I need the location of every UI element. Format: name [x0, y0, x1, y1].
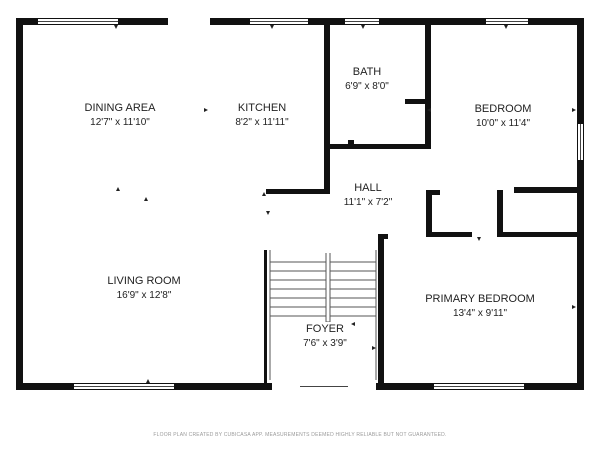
room-bedroom: BEDROOM 10'0" x 11'4"	[475, 103, 532, 129]
staircase	[269, 250, 377, 380]
room-dims-living: 16'9" x 12'8"	[117, 290, 172, 301]
wall-closet-mid	[497, 190, 503, 237]
markers	[114, 25, 576, 383]
wall-closet-left	[426, 190, 432, 236]
wall-primary-top	[378, 234, 388, 239]
window-right-bedroom	[578, 124, 583, 160]
room-name-living: LIVING ROOM	[107, 275, 180, 287]
wall-hall-kitchen	[266, 189, 330, 194]
room-dims-bath: 6'9" x 8'0"	[345, 81, 389, 92]
room-dining: DINING AREA 12'7" x 11'10"	[85, 102, 157, 128]
wall-stair-left	[264, 250, 267, 384]
opening-bottom-foyer	[272, 383, 376, 390]
window-top-kitchen	[250, 19, 308, 24]
floor-plan-disclaimer: FLOOR PLAN CREATED BY CUBICASA APP. MEAS…	[153, 432, 446, 438]
room-name-kitchen: KITCHEN	[238, 102, 286, 114]
window-bottom-living	[74, 384, 174, 389]
wall-kitchen-bath	[324, 25, 330, 191]
room-primary: PRIMARY BEDROOM 13'4" x 9'11"	[425, 293, 535, 319]
wall-primary-left	[378, 234, 384, 384]
right-wall	[577, 18, 584, 390]
window-bottom-primary	[434, 384, 524, 389]
wall-bath-gap-left	[348, 140, 354, 149]
wall-bedroom-closet-top	[426, 190, 440, 195]
room-dims-kitchen: 8'2" x 11'11"	[235, 117, 289, 128]
room-kitchen: KITCHEN 8'2" x 11'11"	[235, 102, 289, 128]
room-dims-foyer: 7'6" x 3'9"	[303, 338, 347, 349]
room-name-hall: HALL	[354, 182, 382, 194]
left-wall	[16, 18, 23, 390]
room-dims-bedroom: 10'0" x 11'4"	[476, 118, 531, 129]
wall-closet-bottom-right	[497, 232, 577, 237]
room-dims-hall: 11'1" x 7'2"	[344, 197, 393, 208]
window-top-dining	[38, 19, 118, 24]
wall-bath-bedroom	[425, 25, 431, 149]
opening-top-kitchen	[168, 18, 210, 25]
room-living: LIVING ROOM 16'9" x 12'8"	[107, 275, 180, 301]
room-hall: HALL 11'1" x 7'2"	[344, 182, 393, 208]
room-bath: BATH 6'9" x 8'0"	[345, 66, 389, 92]
interior-walls	[264, 25, 584, 384]
room-name-dining: DINING AREA	[85, 102, 157, 114]
room-dims-dining: 12'7" x 11'10"	[90, 117, 150, 128]
room-name-primary: PRIMARY BEDROOM	[425, 293, 535, 305]
room-name-bedroom: BEDROOM	[475, 103, 532, 115]
room-dims-primary: 13'4" x 9'11"	[453, 308, 508, 319]
windows	[38, 18, 583, 390]
room-name-foyer: FOYER	[306, 323, 344, 335]
foyer-label-bg	[304, 322, 346, 333]
wall-bedroom-bottom	[514, 187, 584, 193]
wall-bath-bottom	[330, 144, 426, 149]
room-foyer: FOYER 7'6" x 3'9"	[303, 322, 347, 349]
window-top-bath	[345, 19, 379, 24]
room-labels: DINING AREA 12'7" x 11'10" KITCHEN 8'2" …	[85, 66, 535, 349]
wall-closet-bottom-left	[426, 232, 472, 237]
window-top-bedroom	[486, 19, 528, 24]
room-name-bath: BATH	[353, 66, 382, 78]
wall-bath-closet	[405, 99, 431, 104]
